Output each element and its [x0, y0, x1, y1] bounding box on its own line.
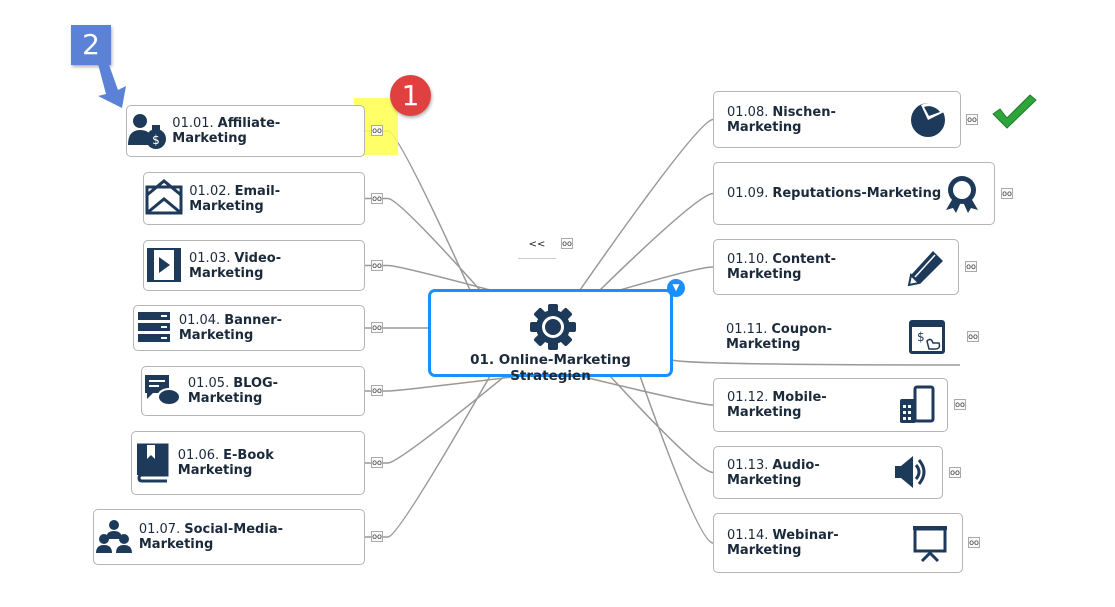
topic-node-webinar-marketing[interactable]: 01.14.Webinar-Marketing	[713, 513, 963, 573]
coupon-click-icon: $	[906, 317, 946, 357]
topic-node-social-media-marketing[interactable]: 01.07.Social-Media-Marketing	[93, 509, 365, 565]
central-topic-label: 01. Online-Marketing Strategien	[470, 352, 631, 384]
link-icon[interactable]: oo	[371, 322, 383, 333]
step-badge-1: 1	[390, 75, 431, 116]
link-icon[interactable]: oo	[371, 259, 383, 271]
topic-label: 01.04.Banner-Marketing	[178, 313, 283, 343]
topic-node-nischen-marketing[interactable]: 01.08.Nischen-Marketing	[713, 91, 961, 148]
svg-text:$: $	[152, 133, 160, 147]
user-money-icon: $	[127, 111, 166, 151]
topic-node-affiliate-marketing[interactable]: $01.01.Affiliate-Marketing	[126, 105, 365, 157]
step-badge-2: 2	[71, 25, 111, 65]
topic-label: 01.10.Content-Marketing	[727, 252, 836, 282]
topic-label: 01.14.Webinar-Marketing	[727, 528, 839, 558]
topic-label: 01.11.Coupon-Marketing	[726, 322, 832, 352]
connector-line	[365, 197, 481, 291]
link-icon[interactable]: oo	[371, 385, 383, 396]
topic-node-reputations-marketing[interactable]: 01.09.Reputations-Marketing	[713, 162, 995, 225]
connector-line	[579, 118, 714, 291]
topic-label: 01.05.BLOG-Marketing	[187, 376, 279, 406]
comments-icon	[142, 371, 182, 411]
link-icon[interactable]: oo	[371, 192, 383, 204]
link-icon[interactable]: oo	[967, 331, 979, 342]
central-topic[interactable]: 01. Online-Marketing Strategien	[428, 289, 673, 384]
collapse-toggle[interactable]: ▼	[667, 279, 685, 297]
book-icon	[132, 443, 172, 483]
link-icon[interactable]: oo	[954, 399, 966, 410]
connector-line	[599, 192, 714, 291]
arrow-icon	[98, 62, 126, 108]
link-icon[interactable]: oo	[966, 113, 978, 125]
topic-node-blog-marketing[interactable]: 01.05.BLOG-Marketing	[141, 366, 365, 416]
topic-label: 01.07.Social-Media-Marketing	[138, 522, 283, 552]
connector-line	[365, 375, 506, 464]
topic-node-email-marketing[interactable]: 01.02.Email-Marketing	[143, 172, 365, 225]
connector-line	[619, 266, 714, 291]
topic-node-banner-marketing[interactable]: 01.04.Banner-Marketing	[133, 305, 365, 351]
presentation-icon	[911, 523, 950, 563]
link-icon[interactable]: oo	[371, 125, 383, 136]
topic-node-video-marketing[interactable]: 01.03.Video-Marketing	[143, 240, 365, 291]
topic-node-audio-marketing[interactable]: 01.13.Audio-Marketing	[713, 446, 943, 499]
topic-node-content-marketing[interactable]: 01.10.Content-Marketing	[713, 239, 959, 295]
connector-line	[365, 375, 521, 392]
back-button[interactable]: <<	[518, 237, 556, 259]
users-icon	[94, 517, 133, 557]
server-icon	[134, 308, 173, 348]
topic-label: 01.12.Mobile-Marketing	[727, 390, 827, 420]
video-icon	[144, 246, 183, 286]
link-icon[interactable]: oo	[949, 466, 961, 478]
envelope-icon	[144, 178, 183, 219]
link-icon[interactable]: oo	[965, 261, 977, 272]
link-icon[interactable]: oo	[968, 537, 980, 548]
connector-line	[365, 264, 491, 291]
topic-node-mobile-marketing[interactable]: 01.12.Mobile-Marketing	[713, 378, 948, 432]
connector-line	[639, 375, 714, 544]
topic-node-e-book-marketing[interactable]: 01.06.E-Book Marketing	[131, 431, 365, 495]
speaker-icon	[891, 453, 930, 493]
award-icon	[942, 174, 982, 214]
svg-text:$: $	[917, 330, 925, 344]
link-icon[interactable]: oo	[1001, 187, 1013, 199]
topic-label: 01.01.Affiliate-Marketing	[172, 116, 281, 146]
link-icon[interactable]: oo	[371, 531, 383, 542]
topic-label: 01.13.Audio-Marketing	[727, 457, 820, 488]
topic-node-coupon-marketing[interactable]: 01.11.Coupon-Marketing $	[713, 312, 958, 362]
mobile-devices-icon	[896, 385, 935, 425]
topic-label: 01.02.Email-Marketing	[189, 183, 281, 214]
topic-label: 01.06.E-Book Marketing	[177, 448, 274, 478]
pie-chart-icon	[908, 100, 948, 140]
checkmark-icon	[992, 94, 1037, 129]
link-icon[interactable]: oo	[371, 457, 383, 468]
gear-icon	[530, 304, 576, 350]
connector-line	[609, 375, 714, 474]
connector-line	[579, 375, 714, 406]
link-icon[interactable]: oo	[561, 238, 573, 249]
topic-label: 01.09.Reputations-Marketing	[727, 186, 942, 201]
pencil-icon	[907, 247, 946, 287]
connector-line	[365, 375, 491, 538]
topic-label: 01.03.Video-Marketing	[189, 250, 282, 281]
connector-line	[671, 359, 961, 366]
topic-label: 01.08.Nischen-Marketing	[727, 104, 836, 135]
